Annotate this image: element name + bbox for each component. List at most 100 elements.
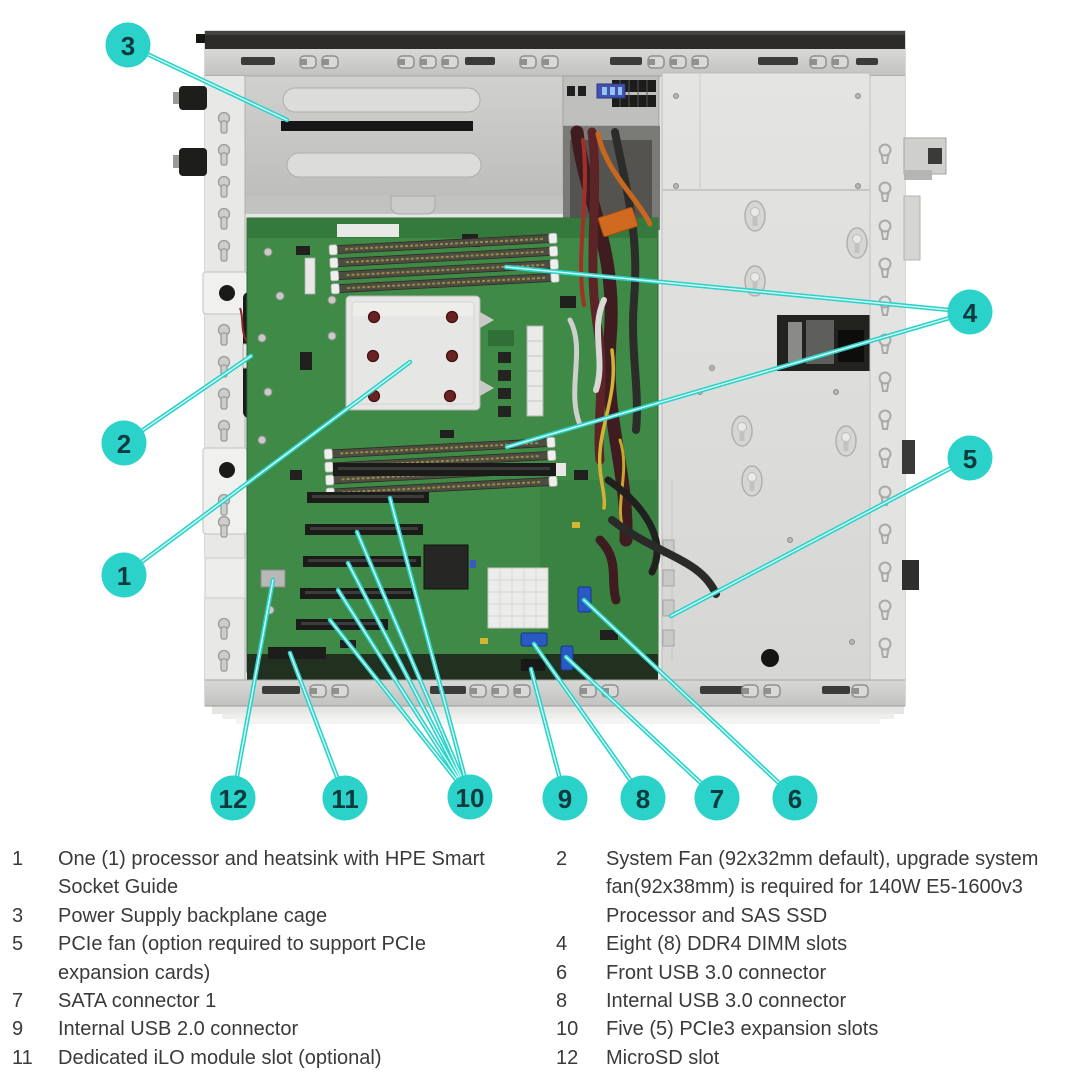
callout-7: 7 [694,775,740,821]
thumbscrew-hole [761,649,779,667]
legend-text-11: Dedicated iLO module slot (optional) [58,1046,382,1069]
callout-8-badge [620,775,666,821]
ilo-module-slot [268,647,326,659]
legend-item-11: 11 Dedicated iLO module slot (optional) [12,1044,544,1072]
legend-text-3: Power Supply backplane cage [58,904,328,927]
callouts: 1 2 3 4 5 [101,22,993,821]
callout-6-badge [772,775,818,821]
power-supply-cage [244,75,564,215]
callout-12: 12 [210,775,256,821]
callout-6-number: 6 [788,784,802,814]
power-connector-orange [597,206,639,238]
callout-2-badge [101,420,147,466]
callout-3-badge [105,22,151,68]
legend-item-1: 1 One (1) processor and heatsink with HP… [12,845,544,902]
legend-num-9: 9 [12,1018,24,1041]
legend-num-3: 3 [12,904,24,927]
legend-num-1: 1 [12,848,24,870]
legend-item-7: 7 SATA connector 1 [12,987,544,1015]
board-label [337,224,399,237]
legend-text-8: Internal USB 3.0 connector [606,990,847,1013]
legend-num-5: 5 [12,933,24,956]
callout-9-badge [542,775,588,821]
callout-10: 10 [447,774,493,820]
chipset-heatsink [487,567,549,629]
callout-2-number: 2 [117,429,131,459]
legend-item-10: 10 Five (5) PCIe3 expansion slots [556,1015,1076,1043]
chassis-top-rail [205,49,905,77]
callout-7-badge [694,775,740,821]
drive-latch [903,137,947,180]
legend-num-11: 11 [12,1046,33,1069]
legend-num-6: 6 [556,961,568,984]
legend-num-10: 10 [556,1018,579,1041]
callout-11: 11 [322,775,368,821]
legend-text-7: SATA connector 1 [58,990,217,1013]
legend-item-5: 5 PCIe fan (option required to support P… [12,930,544,987]
callout-4-badge [947,289,993,335]
legend-text-10: Five (5) PCIe3 expansion slots [606,1018,879,1041]
legend-column-left: 1 One (1) processor and heatsink with HP… [12,845,544,1072]
cpu-heatsink [345,295,494,411]
legend-item-2: 2 System Fan (92x32mm default), upgrade … [556,845,1076,930]
legend-item-12: 12 MicroSD slot [556,1044,1076,1072]
legend-text-1: One (1) processor and heatsink with HPE … [58,848,485,899]
callout-5-badge [947,435,993,481]
server-internal-diagram: 1 2 3 4 5 [101,22,993,821]
chassis-top-bar [196,31,905,49]
chassis-front-edge [173,76,248,680]
callout-1-number: 1 [117,561,131,591]
callout-3: 3 [105,22,151,68]
callout-5-number: 5 [963,444,977,474]
legend-item-3: 3 Power Supply backplane cage [12,902,544,930]
legend-num-12: 12 [556,1046,579,1069]
drive-cage-panel [661,72,871,681]
legend-text-2: System Fan (92x32mm default), upgrade sy… [606,848,1039,927]
legend-num-7: 7 [12,990,24,1013]
legend-num-4: 4 [556,933,568,956]
chassis-rear-edge [869,76,947,680]
callout-4: 4 [947,289,993,335]
legend-text-12: MicroSD slot [606,1046,720,1069]
legend-item-9: 9 Internal USB 2.0 connector [12,1015,544,1043]
callout-12-number: 12 [219,784,248,814]
legend-text-9: Internal USB 2.0 connector [58,1018,299,1041]
callout-3-number: 3 [121,31,135,61]
callout-5: 5 [947,435,993,481]
callout-10-badge [447,774,493,820]
internal-usb2-header [521,659,545,671]
callout-4-number: 4 [963,298,978,328]
chipset [423,544,469,590]
front-thumbscrews [173,86,207,176]
legend-num-2: 2 [556,848,568,870]
legend-text-6: Front USB 3.0 connector [606,961,827,984]
cpu-power-connector [526,325,544,417]
legend-text-5: PCIe fan (option required to support PCI… [58,933,426,984]
callout-7-number: 7 [710,784,724,814]
callout-9: 9 [542,775,588,821]
legend-column-right: 2 System Fan (92x32mm default), upgrade … [556,845,1076,1072]
callout-12-badge [210,775,256,821]
callout-9-number: 9 [558,784,572,814]
legend-item-8: 8 Internal USB 3.0 connector [556,987,1076,1015]
photo-shadow [212,706,904,724]
callout-8-number: 8 [636,784,650,814]
callout-6: 6 [772,775,818,821]
callout-1-badge [101,552,147,598]
server-photo [173,30,947,724]
callout-11-badge [322,775,368,821]
legend-num-8: 8 [556,990,568,1013]
callout-11-number: 11 [331,784,359,814]
callout-1: 1 [101,552,147,598]
legend-item-6: 6 Front USB 3.0 connector [556,959,1076,987]
callout-2: 2 [101,420,147,466]
pcie-slots [296,463,566,630]
chassis-bottom-rail [205,679,905,707]
vrm-capacitors [498,352,511,417]
leader-lines [121,42,973,801]
callout-8: 8 [620,775,666,821]
callout-10-number: 10 [456,783,485,813]
legend-item-4: 4 Eight (8) DDR4 DIMM slots [556,930,1076,958]
legend-text-4: Eight (8) DDR4 DIMM slots [606,933,848,956]
